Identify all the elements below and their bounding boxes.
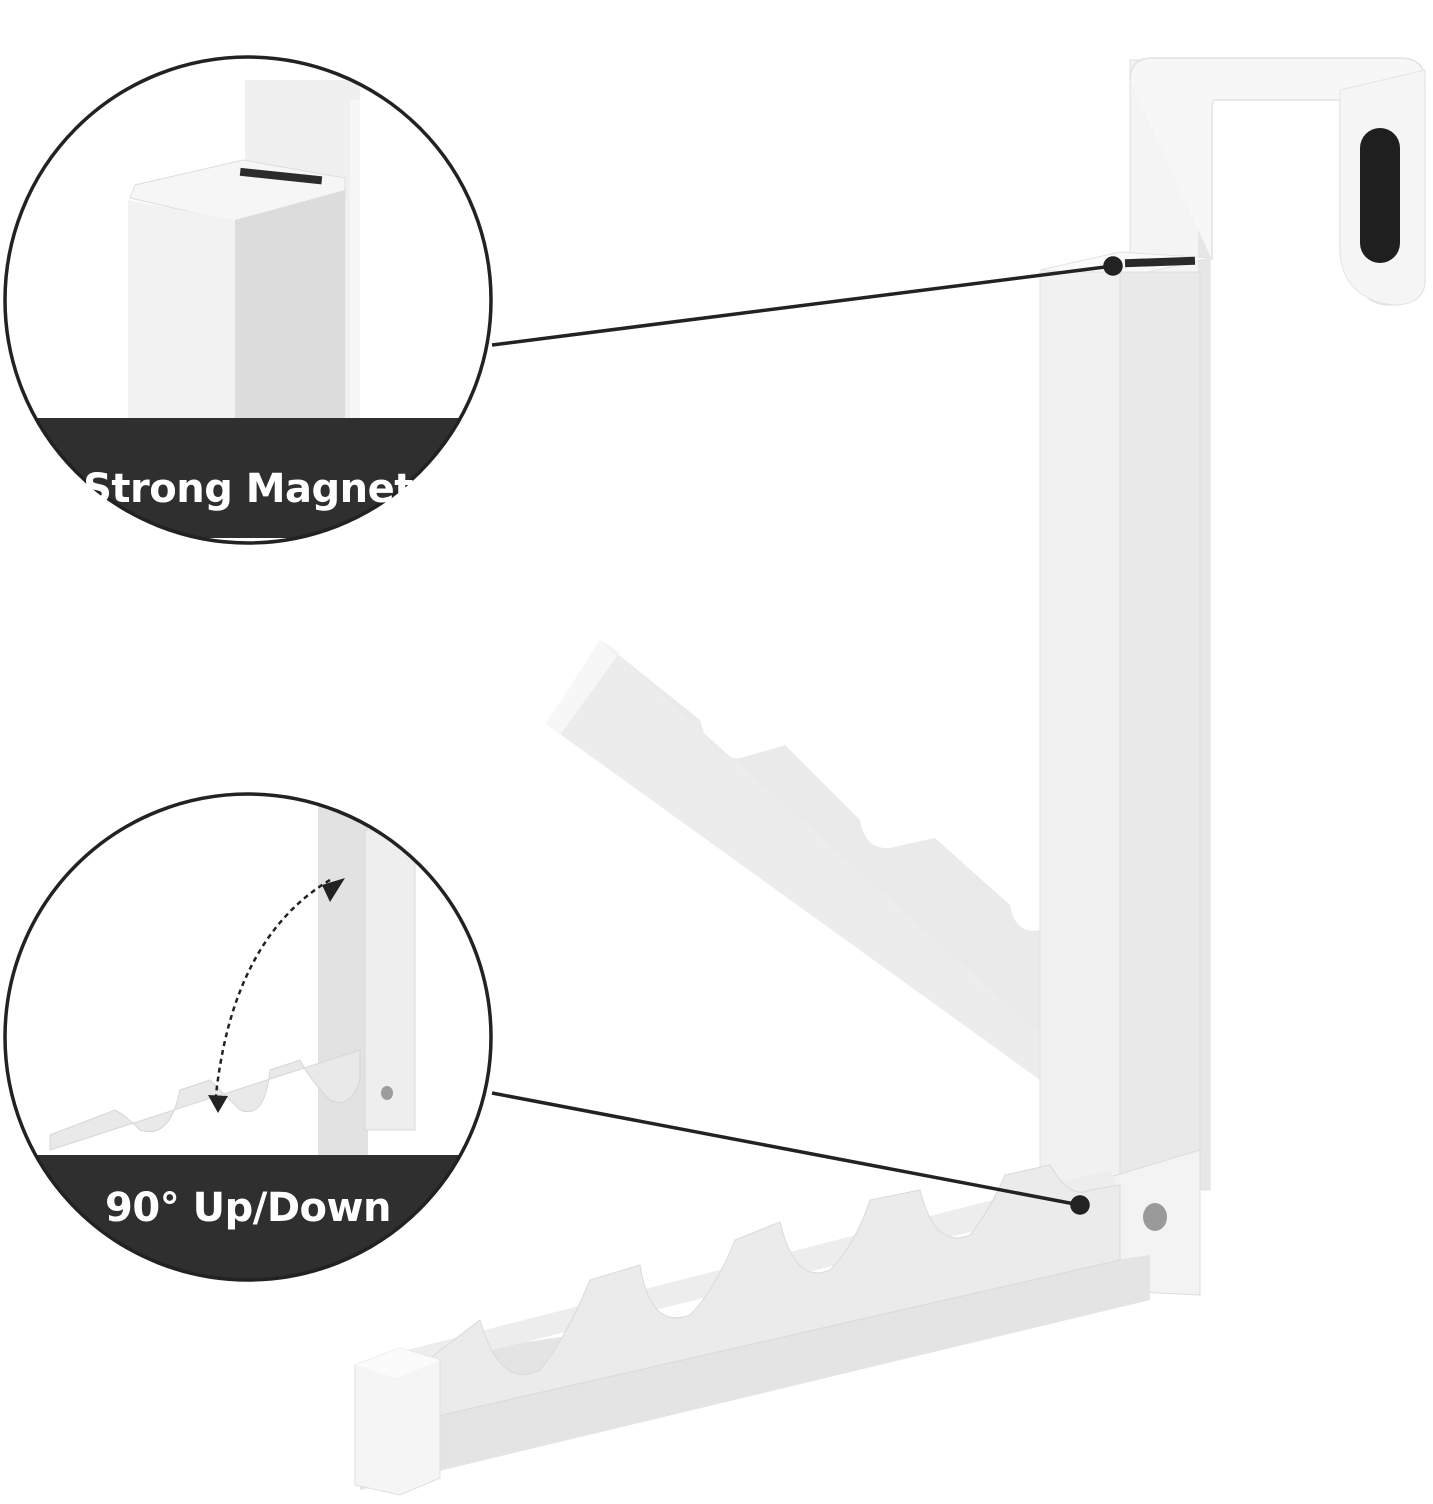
arrow-up-icon (322, 878, 345, 902)
callout-strong-magnet (3, 55, 493, 545)
leader-lines (491, 256, 1123, 1215)
pivot-rivet-icon (1143, 1203, 1167, 1231)
folding-arm (1039, 251, 1211, 1296)
rotated-hook-bar-ghost (546, 640, 1040, 1080)
callout-label-strong-magnet: Strong Magnet (83, 466, 413, 512)
door-slot-icon (1360, 128, 1400, 263)
hook-bar-extended (354, 1164, 1150, 1496)
callout-label-rotation: 90° Up/Down (105, 1185, 391, 1231)
arrow-down-icon (208, 1095, 228, 1113)
